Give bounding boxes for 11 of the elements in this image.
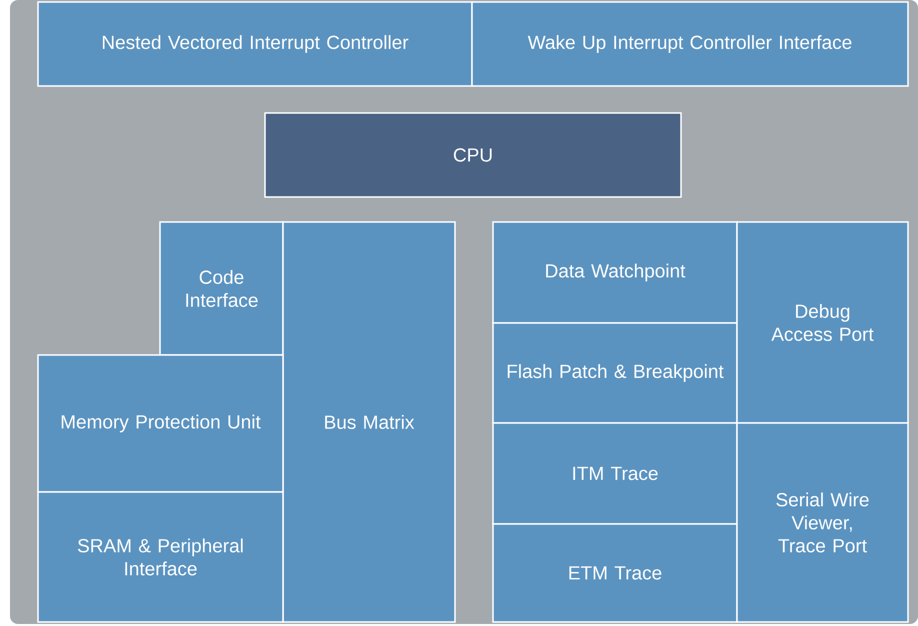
block-box: ITM Trace <box>492 422 738 525</box>
block-box: Flash Patch & Breakpoint <box>492 322 738 424</box>
block-box: Code Interface <box>159 221 284 356</box>
cpu-box: CPU <box>264 112 682 198</box>
block-box: Data Watchpoint <box>492 221 738 324</box>
block-box: Debug Access Port <box>736 221 909 424</box>
block-box: SRAM & Peripheral Interface <box>37 491 284 623</box>
block-box: Serial Wire Viewer, Trace Port <box>736 422 909 623</box>
block-box: Nested Vectored Interrupt Controller <box>37 1 473 87</box>
block-box: ETM Trace <box>492 523 738 623</box>
block-box: Wake Up Interrupt Controller Interface <box>471 1 909 87</box>
